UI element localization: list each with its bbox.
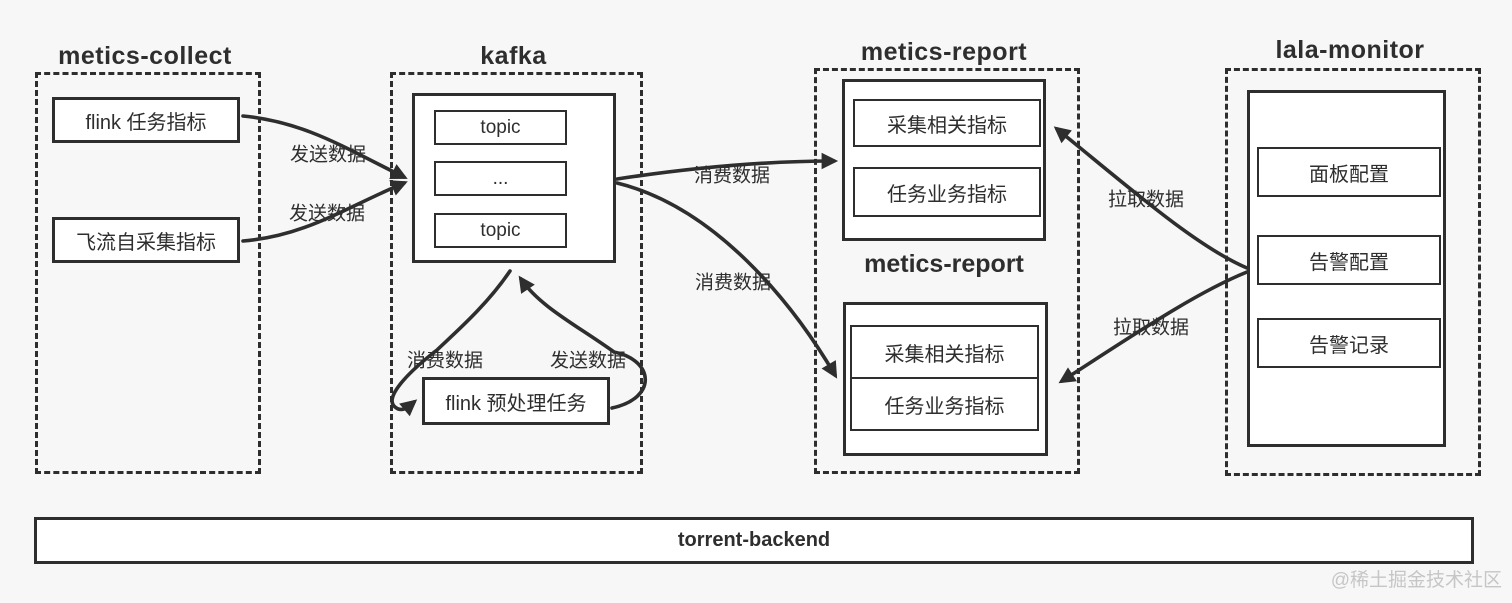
edge-label-consume-data-1: 消费数据 — [693, 165, 771, 187]
edge-label-consume-data-2: 消费数据 — [694, 272, 772, 294]
node-alert-config: 告警配置 — [1257, 235, 1441, 285]
container-metics-report — [814, 68, 1080, 474]
collect-title: metics-collect — [58, 42, 232, 70]
report-title: metics-report — [860, 38, 1028, 66]
node-torrent-backend: torrent-backend — [34, 517, 1474, 564]
node-alert-record: 告警记录 — [1257, 318, 1441, 368]
node-feiliu-self-collect-metrics: 飞流自采集指标 — [52, 217, 240, 263]
container-lala-monitor — [1225, 68, 1481, 476]
node-topic-2: topic — [434, 213, 567, 248]
edge-label-pull-data-2: 拉取数据 — [1112, 317, 1190, 339]
container-kafka — [390, 72, 643, 474]
edge-label-flink-send-data: 发送数据 — [549, 350, 627, 372]
node-panel-config: 面板配置 — [1257, 147, 1441, 197]
monitor-title: lala-monitor — [1275, 36, 1425, 64]
node-report2-collect-metrics: 采集相关指标 — [850, 325, 1039, 379]
container-metics-collect — [35, 72, 261, 474]
node-topic-ellipsis: ... — [434, 161, 567, 196]
node-report1-collect-metrics: 采集相关指标 — [853, 99, 1041, 147]
edge-label-flink-consume-data: 消费数据 — [406, 350, 484, 372]
node-flink-task-metrics: flink 任务指标 — [52, 97, 240, 143]
node-report2-task-business-metrics: 任务业务指标 — [850, 377, 1039, 431]
edge-label-pull-data-1: 拉取数据 — [1107, 189, 1185, 211]
watermark-text: @稀土掘金技术社区 — [1330, 570, 1502, 591]
kafka-title: kafka — [480, 42, 547, 70]
report-subtitle: metics-report — [864, 250, 1024, 278]
edge-label-send-data-2: 发送数据 — [288, 203, 366, 225]
node-topic-1: topic — [434, 110, 567, 145]
edge-label-send-data-1: 发送数据 — [289, 144, 367, 166]
node-flink-preprocess-task: flink 预处理任务 — [422, 377, 610, 425]
node-report1-task-business-metrics: 任务业务指标 — [853, 167, 1041, 217]
